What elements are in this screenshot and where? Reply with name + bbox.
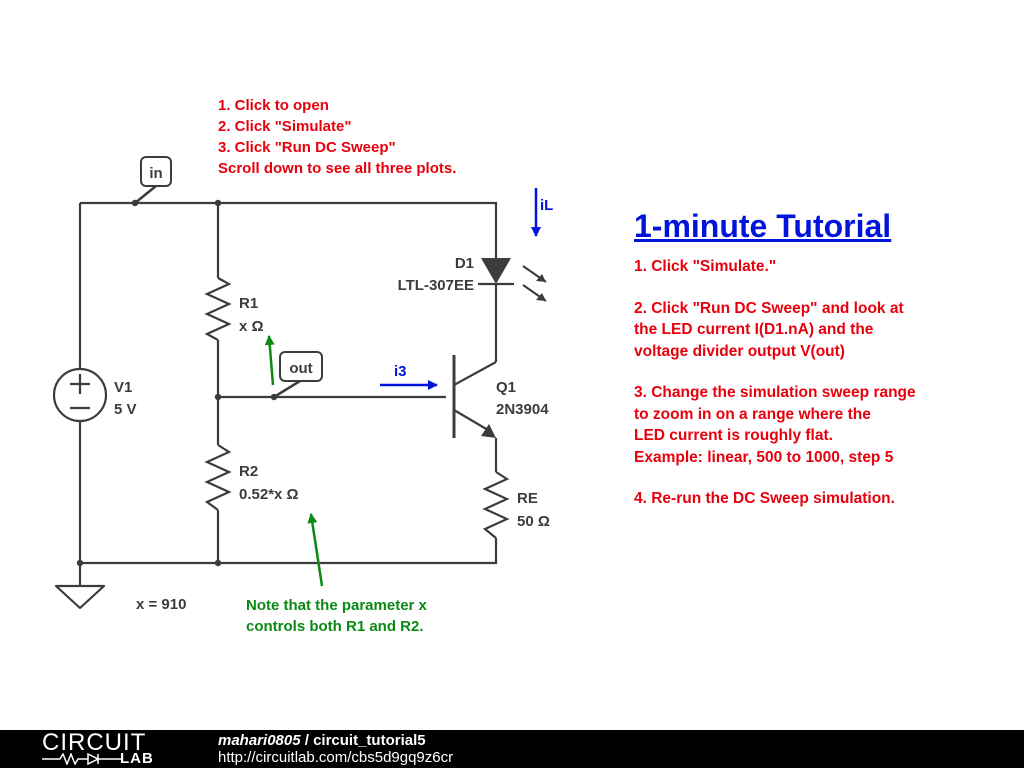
tutorial-step: 1. Click "Simulate." [634,258,777,275]
current-i3-indicator: i3 [380,363,438,390]
wires [78,201,498,586]
footer-separator: / [300,732,314,749]
net-flag-in[interactable]: in [134,156,172,204]
junction-dot [76,559,84,567]
footer-url-link[interactable]: http://circuitlab.com/cbs5d9gq9z6cr [218,749,454,766]
d1-value: LTL-307EE [398,277,474,294]
tutorial-step: 4. Re-run the DC Sweep simulation. [634,490,895,507]
tutorial-title-link[interactable]: 1-minute Tutorial [634,208,892,244]
footer-circuit-name[interactable]: circuit_tutorial5 [313,732,426,749]
parameter-note: Note that the parameter x controls both … [246,335,428,635]
net-flag-out[interactable]: out [273,351,323,399]
voltage-source-v1[interactable]: V1 5 V [52,367,137,423]
footer-bar: CIRCUIT LAB mahari0805 / circuit_tutoria… [0,730,1024,768]
circuitlab-logo[interactable]: CIRCUIT LAB [42,731,177,767]
v1-name: V1 [114,379,132,396]
logo-circuit-icon [42,753,122,765]
tutorial-panel: 1-minute Tutorial 1. Click "Simulate." 2… [634,206,1014,530]
r1-name: R1 [239,295,258,312]
instruction-line: Scroll down to see all three plots. [218,160,456,177]
parameter-label: x = 910 [136,596,186,613]
ground-symbol [54,584,106,610]
flag-out-label: out [289,360,312,377]
current-i3-label: i3 [394,363,407,380]
junction-dots [76,199,278,567]
current-il-label: iL [540,197,553,214]
instructions: 1. Click to open 2. Click "Simulate" 3. … [218,97,456,177]
instruction-line: 1. Click to open [218,97,329,114]
current-il-indicator: iL [531,188,553,237]
footer-info: mahari0805 / circuit_tutorial5 http://ci… [218,732,453,766]
note-line: Note that the parameter x [246,597,428,614]
transistor-q1[interactable]: Q1 2N3904 [452,355,549,438]
re-name: RE [517,490,538,507]
logo-text-lab: LAB [120,750,154,767]
circuit-schematic[interactable]: V1 5 V R1 x Ω R2 0.52*x Ω RE 50 Ω D1 LTL… [0,0,1024,730]
resistor-r2[interactable]: R2 0.52*x Ω [204,444,299,511]
instruction-line: 3. Click "Run DC Sweep" [218,139,396,156]
tutorial-step: 2. Click "Run DC Sweep" and look at the … [634,299,904,360]
resistor-re[interactable]: RE 50 Ω [482,471,550,539]
r1-value: x Ω [239,318,264,335]
led-d1[interactable]: D1 LTL-307EE [398,255,547,302]
re-value: 50 Ω [517,513,550,530]
v1-value: 5 V [114,401,137,418]
junction-dot [214,393,222,401]
tutorial-step: 3. Change the simulation sweep range to … [634,384,916,466]
resistor-r1[interactable]: R1 x Ω [204,277,264,341]
q1-value: 2N3904 [496,401,549,418]
r2-value: 0.52*x Ω [239,486,299,503]
d1-name: D1 [455,255,474,272]
footer-username[interactable]: mahari0805 [218,732,301,749]
note-line: controls both R1 and R2. [246,618,424,635]
instruction-line: 2. Click "Simulate" [218,118,351,135]
logo-text-circuit: CIRCUIT [42,729,147,756]
tutorial-steps: 1. Click "Simulate." 2. Click "Run DC Sw… [634,256,1014,510]
junction-dot [214,199,222,207]
q1-name: Q1 [496,379,516,396]
flag-in-label: in [149,165,162,182]
junction-dot [214,559,222,567]
r2-name: R2 [239,463,258,480]
